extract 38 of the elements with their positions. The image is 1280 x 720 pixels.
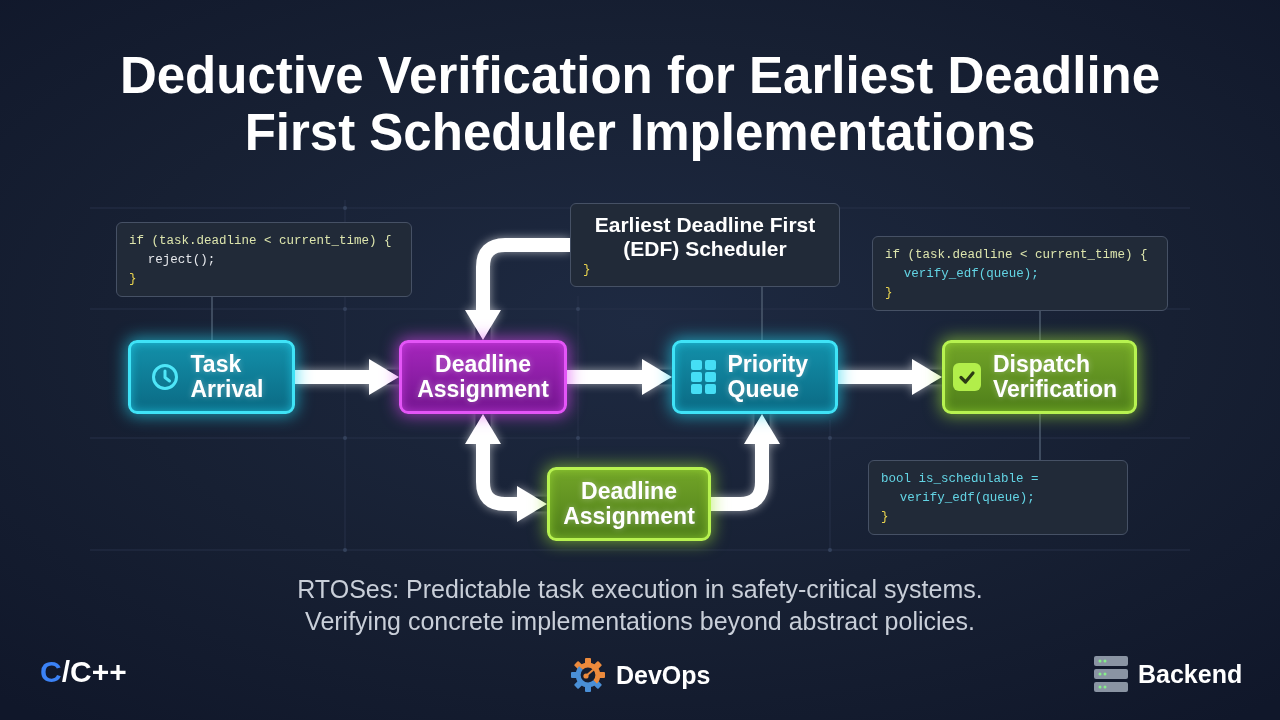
title: Deductive Verification for Earliest Deadline First Scheduler Implementations [118,47,1162,161]
code-line: verify_edf(queue); [898,490,1035,507]
connector-line [1039,310,1041,341]
connector-line [761,286,763,341]
code-panel [116,222,412,297]
connector-line [1039,413,1041,461]
footer-label: Backend [1138,659,1243,689]
footer-label: DevOps [616,660,711,690]
arrow [838,359,942,395]
process-label: Deadline Assignment [416,352,550,402]
code-line: } [129,271,137,288]
caption: RTOSes: Predictable task execution in safety-critical systems. Verifying concrete implementations beyond abstract policies. [296,574,984,637]
code-line: } [583,262,591,279]
process-label: Priority Queue [727,352,810,402]
code-line: } [881,509,889,526]
arrow [465,414,547,522]
process-label: Task Arrival [190,352,265,402]
process-box [672,340,838,414]
process-label: Dispatch Verification [993,352,1118,402]
code-line: } [885,285,893,302]
arrow [567,359,672,395]
process-box [128,340,295,414]
code-line: bool is_schedulable = [881,471,1039,488]
process-label: Deadline Assignment [562,479,696,529]
process-box [547,467,711,541]
code-line: if (task.deadline < current_time) { [129,233,392,250]
connector-line [211,296,213,341]
code-panel [868,460,1128,535]
process-box [942,340,1137,414]
code-line: verify_edf(queue); [902,266,1039,283]
code-line: if (task.deadline < current_time) { [885,247,1148,264]
panel-heading: Earliest Deadline First (EDF) Scheduler [593,213,817,261]
code-panel [872,236,1168,311]
arrow [295,359,399,395]
code-panel [570,203,840,287]
process-box [399,340,567,414]
code-line: reject(); [146,252,216,269]
arrow [465,238,570,340]
